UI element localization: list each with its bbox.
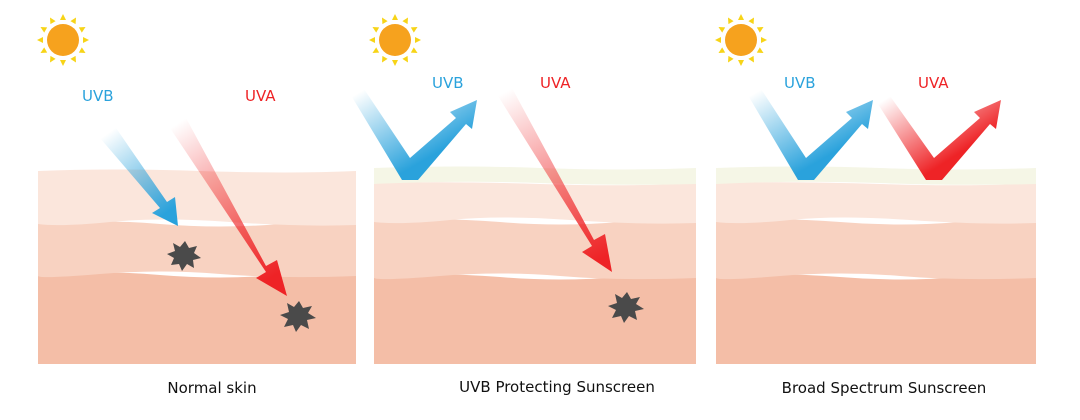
- uva-label: UVA: [540, 74, 571, 92]
- uva-label: UVA: [245, 87, 276, 105]
- skin-mid-layer: [716, 219, 1036, 280]
- skin-mid-layer: [38, 221, 356, 278]
- skin-deep-layer: [38, 272, 356, 364]
- skin-deep-layer: [374, 274, 696, 364]
- damage-burst-icon: [167, 241, 201, 271]
- uvb-ray: [749, 89, 873, 180]
- damage-burst-icon: [280, 301, 316, 332]
- uvb-ray: [352, 89, 477, 180]
- uva-ray: [498, 88, 612, 272]
- uvb-label: UVB: [432, 74, 464, 92]
- caption-broad-spectrum-sunscreen: Broad Spectrum Sunscreen: [782, 379, 987, 397]
- caption-normal-skin: Normal skin: [167, 379, 256, 397]
- skin-top-layer: [716, 182, 1036, 224]
- skin-cross-section: [38, 169, 356, 364]
- panel-normal-skin: UVB UVA: [37, 14, 356, 364]
- caption-uvb-protecting-sunscreen: UVB Protecting Sunscreen: [459, 378, 655, 396]
- damage-burst-icon: [608, 292, 644, 323]
- sun-icon: [37, 14, 89, 66]
- uvb-label: UVB: [82, 87, 114, 105]
- uva-label: UVA: [918, 74, 949, 92]
- sun-icon: [715, 14, 767, 66]
- skin-cross-section: [716, 166, 1036, 364]
- sun-icon: [369, 14, 421, 66]
- uvb-label: UVB: [784, 74, 816, 92]
- skin-deep-layer: [716, 274, 1036, 364]
- skin-top-layer: [374, 182, 696, 224]
- skin-cross-section: [374, 166, 696, 364]
- skin-top-layer: [38, 169, 356, 226]
- sunscreen-layer: [716, 166, 1036, 185]
- sunscreen-layer: [374, 166, 696, 185]
- panel-uvb-protecting-sunscreen: UVB UVA: [352, 14, 696, 364]
- uvb-ray: [100, 128, 178, 226]
- panel-broad-spectrum-sunscreen: UVB UVA: [715, 14, 1036, 364]
- uva-ray: [878, 96, 1001, 180]
- uva-ray: [170, 118, 287, 296]
- skin-mid-layer: [374, 219, 696, 280]
